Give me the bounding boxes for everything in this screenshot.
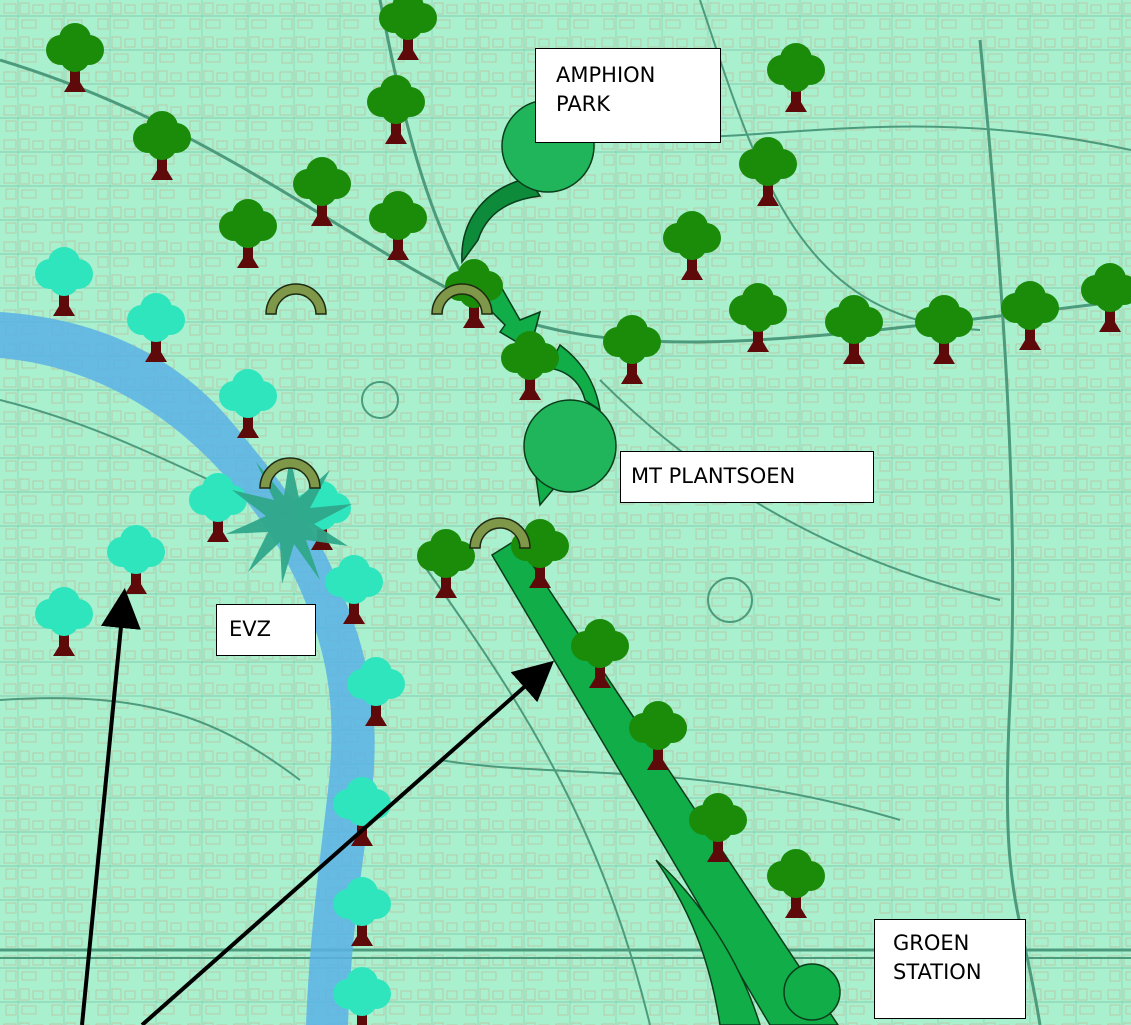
- arrow-to-corridor: [140, 660, 554, 1025]
- label-groen-station: GROEN STATION: [874, 919, 1026, 1019]
- corridor-tail: [655, 859, 761, 1025]
- label-mt-plantsoen: MT PLANTSOEN: [620, 451, 874, 503]
- corridor-groen-station: [490, 538, 839, 1025]
- river: [0, 312, 375, 1025]
- park-circle-mt-plantsoen: [523, 399, 617, 493]
- park-circle-groen-station: [783, 963, 841, 1021]
- arrow-to-trees: [80, 588, 141, 1025]
- pointer-arrows: [80, 588, 554, 1025]
- corridor-curve-amphion: [461, 177, 542, 265]
- label-amphion-park: AMPHION PARK: [535, 48, 721, 143]
- label-evz: EVZ: [216, 604, 316, 656]
- corridor-arrow-2: [546, 343, 602, 412]
